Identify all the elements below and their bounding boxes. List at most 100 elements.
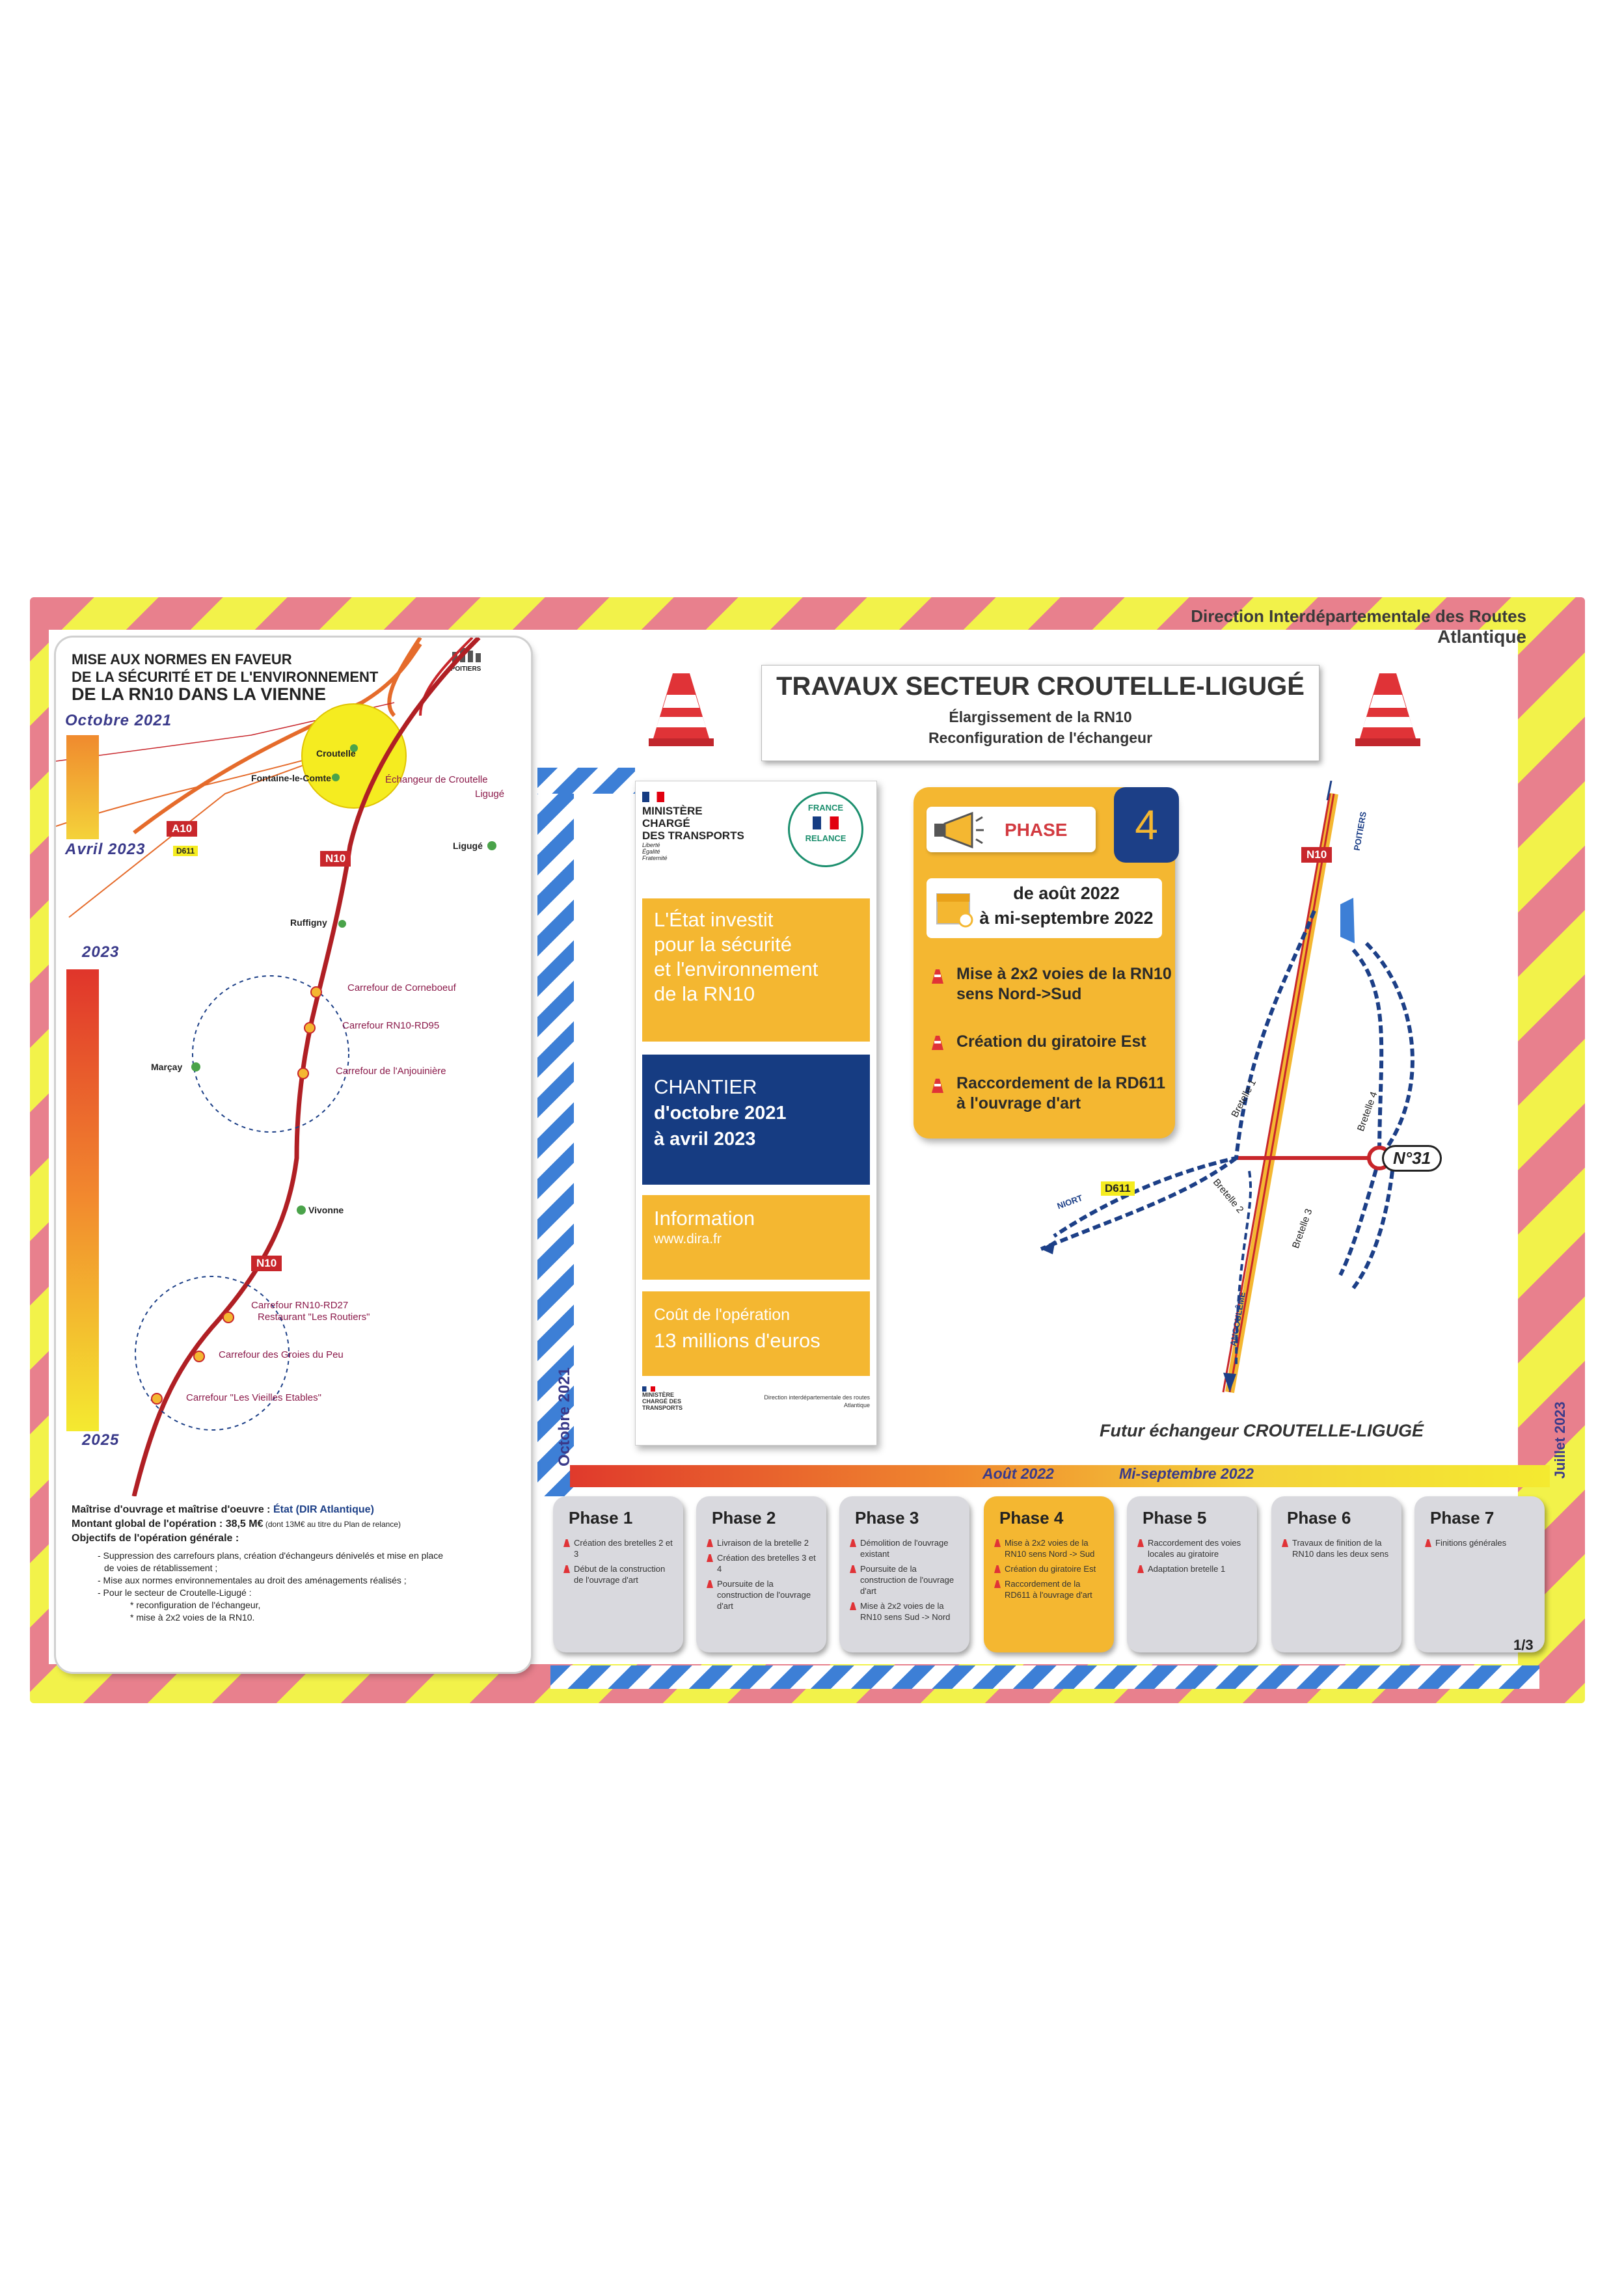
phase-item-text: Raccordement des voies locales au girato… bbox=[1148, 1538, 1241, 1559]
carrefour-corneboeuf: Carrefour de Corneboeuf bbox=[347, 982, 456, 993]
cost-box: Coût de l'opération 13 millions d'euros bbox=[642, 1291, 870, 1376]
traffic-cone-icon bbox=[994, 1539, 1001, 1547]
traffic-cone-icon bbox=[1355, 673, 1420, 746]
motto-3: Fraternité bbox=[642, 855, 668, 861]
traffic-cone-icon bbox=[994, 1565, 1001, 1573]
card-footer: MINISTÈRE CHARGÉ DES TRANSPORTS Directio… bbox=[642, 1386, 870, 1411]
phase-item-text: Mise à 2x2 voies de la RN10 sens Sud -> … bbox=[860, 1601, 951, 1622]
traffic-cone-icon bbox=[932, 1036, 943, 1050]
objective-item: * mise à 2x2 voies de la RN10. bbox=[130, 1612, 255, 1623]
date-2023: 2023 bbox=[82, 943, 120, 961]
phase-item-text: Création des bretelles 2 et 3 bbox=[574, 1538, 673, 1559]
phase-item: Travaux de finition de la RN10 dans les … bbox=[1282, 1537, 1395, 1559]
carrefour-groies-du-peu: Carrefour des Groies du Peu bbox=[219, 1349, 344, 1360]
blue-hatch-vertical bbox=[537, 774, 574, 1496]
interchange-diagram bbox=[1040, 781, 1414, 1394]
phase-tile-items: Mise à 2x2 voies de la RN10 sens Nord ->… bbox=[994, 1537, 1107, 1600]
phase-item-text: Poursuite de la construction de l'ouvrag… bbox=[717, 1579, 811, 1611]
objective-item: * reconfiguration de l'échangeur, bbox=[130, 1600, 261, 1610]
left-panel-rn10-map: MISE AUX NORMES EN FAVEUR DE LA SÉCURITÉ… bbox=[56, 638, 531, 1672]
megaphone-icon bbox=[934, 812, 984, 848]
road-badge-a10: A10 bbox=[167, 821, 198, 837]
phase-tile-items: Raccordement des voies locales au girato… bbox=[1137, 1537, 1251, 1574]
timeline-misept-label: Mi-septembre 2022 bbox=[1119, 1465, 1254, 1482]
cost-value: 13 millions d'euros bbox=[654, 1329, 820, 1352]
ministry-line-3: DES TRANSPORTS bbox=[642, 829, 744, 842]
flag-icon bbox=[813, 816, 839, 829]
carrefour-les-routiers: Restaurant "Les Routiers" bbox=[258, 1312, 370, 1323]
phase-item: Création des bretelles 2 et 3 bbox=[563, 1537, 677, 1559]
flag-icon bbox=[642, 1386, 655, 1392]
phase-item-text: Travaux de finition de la RN10 dans les … bbox=[1292, 1538, 1389, 1559]
left-panel-title-2: DE LA SÉCURITÉ ET DE L'ENVIRONNEMENT bbox=[72, 669, 379, 685]
diagram-badge-n10: N10 bbox=[1301, 847, 1333, 863]
information-box: Information www.dira.fr bbox=[642, 1195, 870, 1280]
chantier-label: CHANTIER bbox=[654, 1075, 757, 1098]
phase-label: PHASE bbox=[1005, 820, 1068, 840]
chantier-box: CHANTIER d'octobre 2021 à avril 2023 bbox=[642, 1055, 870, 1185]
bullet-1-line-2: sens Nord->Sud bbox=[956, 985, 1082, 1003]
phase-date-line-1: de août 2022 bbox=[1013, 883, 1120, 903]
phase-item-text: Création des bretelles 3 et 4 bbox=[717, 1553, 816, 1574]
objective-item: de voies de rétablissement ; bbox=[104, 1563, 218, 1573]
phase-item-text: Raccordement de la RD611 à l'ouvrage d'a… bbox=[1005, 1579, 1092, 1600]
information-url[interactable]: www.dira.fr bbox=[654, 1232, 722, 1246]
carrefour-echangeur-croutelle: Échangeur de Croutelle bbox=[385, 774, 488, 785]
ministry-line-1: MINISTÈRE bbox=[642, 805, 703, 817]
phase-item: Adaptation bretelle 1 bbox=[1137, 1563, 1251, 1574]
date-octobre-2021: Octobre 2021 bbox=[65, 712, 172, 729]
phase-item: Poursuite de la construction de l'ouvrag… bbox=[850, 1563, 963, 1596]
phase-item: Raccordement de la RD611 à l'ouvrage d'a… bbox=[994, 1578, 1107, 1600]
place-vivonne: Vivonne bbox=[308, 1205, 344, 1215]
traffic-cone-icon bbox=[707, 1539, 713, 1547]
phase-date-line-2: à mi-septembre 2022 bbox=[979, 908, 1154, 928]
marianne-logo: MINISTÈRE CHARGÉ DES TRANSPORTS Liberté … bbox=[642, 792, 759, 861]
carrefour-anjouiniere: Carrefour de l'Anjouinière bbox=[336, 1066, 446, 1077]
phase-item: Finitions générales bbox=[1425, 1537, 1538, 1548]
place-marcay: Marçay bbox=[151, 1062, 183, 1072]
exit-number: N°31 bbox=[1393, 1148, 1431, 1168]
title-subtitle-2: Reconfiguration de l'échangeur bbox=[928, 729, 1153, 746]
footer-ministry: MINISTÈRE CHARGÉ DES TRANSPORTS bbox=[642, 1392, 683, 1411]
objectives-list: - Suppression des carrefours plans, créa… bbox=[98, 1550, 521, 1624]
carrefour-liguge: Ligugé bbox=[475, 788, 505, 800]
phase-bullet-2: Création du giratoire Est bbox=[930, 1032, 1146, 1052]
phase-dates-box: de août 2022 à mi-septembre 2022 bbox=[927, 878, 1162, 938]
org-line-2: Atlantique bbox=[1437, 626, 1526, 647]
phase-item: Raccordement des voies locales au girato… bbox=[1137, 1537, 1251, 1559]
date-avril-2023: Avril 2023 bbox=[65, 841, 146, 858]
chantier-dates-1: d'octobre 2021 bbox=[654, 1103, 787, 1124]
place-ruffigny: Ruffigny bbox=[290, 917, 327, 928]
carrefour-rn10-rd27: Carrefour RN10-RD27 bbox=[251, 1300, 349, 1311]
traffic-cone-icon bbox=[850, 1539, 856, 1547]
ministry-info-card: MINISTÈRE CHARGÉ DES TRANSPORTS Liberté … bbox=[635, 781, 877, 1446]
phase-tile-items: Livraison de la bretelle 2 Création des b… bbox=[707, 1537, 820, 1611]
org-line-1: Direction Interdépartementale des Routes bbox=[1191, 606, 1526, 626]
road-badge-n10-bottom: N10 bbox=[251, 1256, 282, 1271]
ministry-line-2: CHARGÉ bbox=[642, 817, 690, 829]
traffic-cone-icon bbox=[932, 969, 943, 984]
traffic-cone-icon bbox=[1137, 1565, 1144, 1573]
invest-line: L'État investit bbox=[654, 908, 774, 931]
exit-number-badge: N°31 bbox=[1382, 1145, 1442, 1172]
objective-item: - Suppression des carrefours plans, créa… bbox=[98, 1550, 444, 1561]
phase-number: 4 bbox=[1135, 801, 1158, 848]
diagram-caption: Futur échangeur CROUTELLE-LIGUGÉ bbox=[1100, 1421, 1424, 1440]
traffic-cone-icon bbox=[1137, 1539, 1144, 1547]
invest-box: L'État investit pour la sécurité et l'en… bbox=[642, 898, 870, 1042]
objective-item: - Mise aux normes environnementales au d… bbox=[98, 1575, 407, 1585]
left-panel-title-1: MISE AUX NORMES EN FAVEUR bbox=[72, 651, 292, 667]
traffic-cone-icon bbox=[563, 1539, 570, 1547]
footer-dir-2: Atlantique bbox=[843, 1402, 870, 1408]
phase-item-text: Création du giratoire Est bbox=[1005, 1564, 1096, 1574]
invest-line: et l'environnement bbox=[654, 958, 819, 980]
operation-info: Maîtrise d'ouvrage et maîtrise d'oeuvre … bbox=[72, 1503, 521, 1624]
phase-item-text: Livraison de la bretelle 2 bbox=[717, 1538, 809, 1548]
bullet-3-line-2: à l'ouvrage d'art bbox=[956, 1094, 1081, 1112]
phase-tile-title: Phase 4 bbox=[999, 1508, 1064, 1528]
chantier-dates-2: à avril 2023 bbox=[654, 1129, 756, 1150]
timeline-gradient-bar bbox=[570, 1465, 1550, 1487]
